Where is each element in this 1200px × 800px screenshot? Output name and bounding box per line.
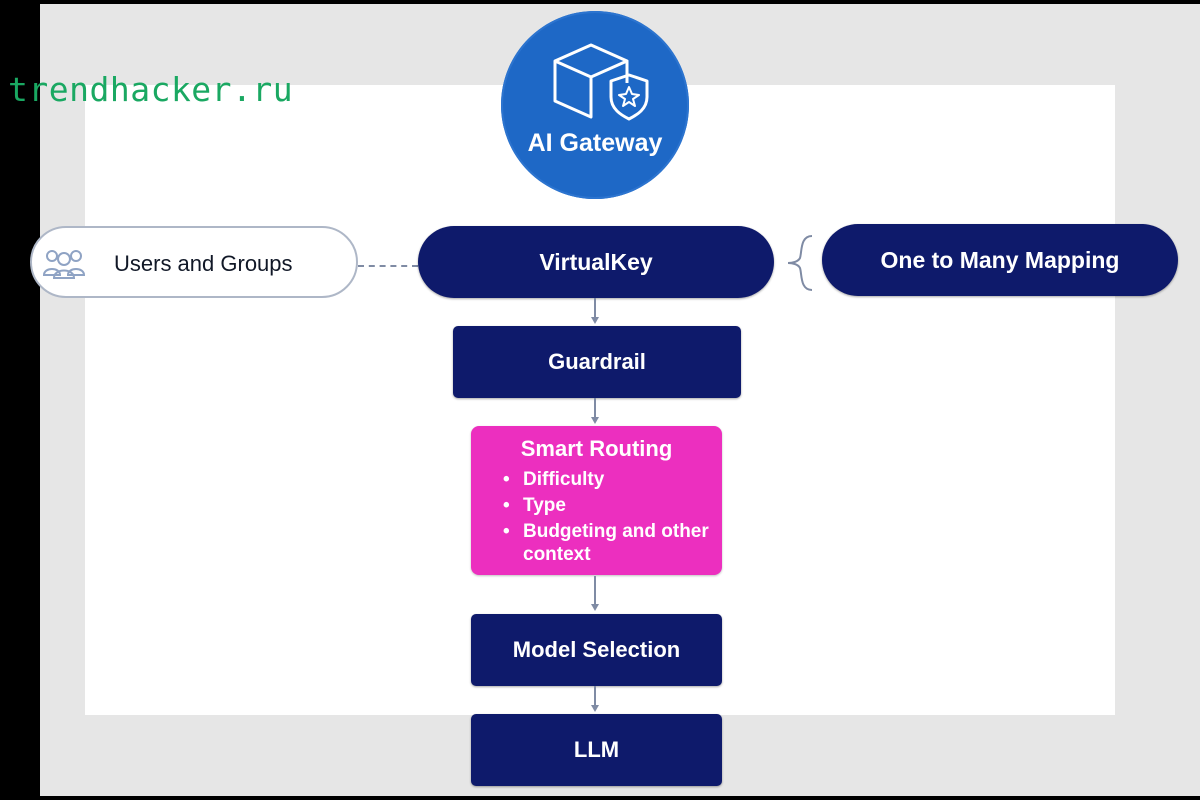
smart-routing-bullet: •Budgeting and other context xyxy=(503,521,709,565)
smart-routing-node: Smart Routing •Difficulty •Type •Budgeti… xyxy=(471,426,722,575)
arrow-guardrail-smart-routing xyxy=(591,398,599,424)
arrow-virtualkey-guardrail xyxy=(591,298,599,324)
logo-title: AI Gateway xyxy=(527,129,663,157)
guardrail-node: Guardrail xyxy=(453,326,741,398)
users-and-groups-label: Users and Groups xyxy=(114,251,293,276)
bullet-text: Type xyxy=(523,495,566,516)
cube-shield-icon xyxy=(553,43,649,121)
ai-gateway-logo: AI Gateway xyxy=(501,11,689,199)
model-selection-node: Model Selection xyxy=(471,614,722,686)
virtualkey-label: VirtualKey xyxy=(539,248,653,275)
bullet-text: Budgeting and other context xyxy=(523,521,709,565)
dashed-connector xyxy=(358,265,418,267)
model-selection-label: Model Selection xyxy=(512,637,681,662)
arrow-model-selection-llm xyxy=(591,686,599,712)
one-to-many-mapping-node: One to Many Mapping xyxy=(822,224,1178,296)
smart-routing-bullet: •Type xyxy=(503,495,566,516)
smart-routing-title: Smart Routing xyxy=(520,436,673,461)
users-and-groups-node: Users and Groups xyxy=(30,226,358,298)
arrow-smart-routing-model-selection xyxy=(591,576,599,611)
llm-node: LLM xyxy=(471,714,722,786)
mapping-label: One to Many Mapping xyxy=(880,246,1120,273)
llm-label: LLM xyxy=(573,737,620,762)
users-icon xyxy=(42,250,86,279)
guardrail-label: Guardrail xyxy=(548,349,646,374)
watermark-text: trendhacker.ru xyxy=(8,70,294,109)
bullet-text: Difficulty xyxy=(523,469,605,490)
virtualkey-node: VirtualKey xyxy=(418,226,774,298)
smart-routing-list: •Difficulty •Type •Budgeting and other c… xyxy=(503,468,713,569)
brace-icon xyxy=(787,235,813,291)
smart-routing-bullet: •Difficulty xyxy=(503,469,605,490)
